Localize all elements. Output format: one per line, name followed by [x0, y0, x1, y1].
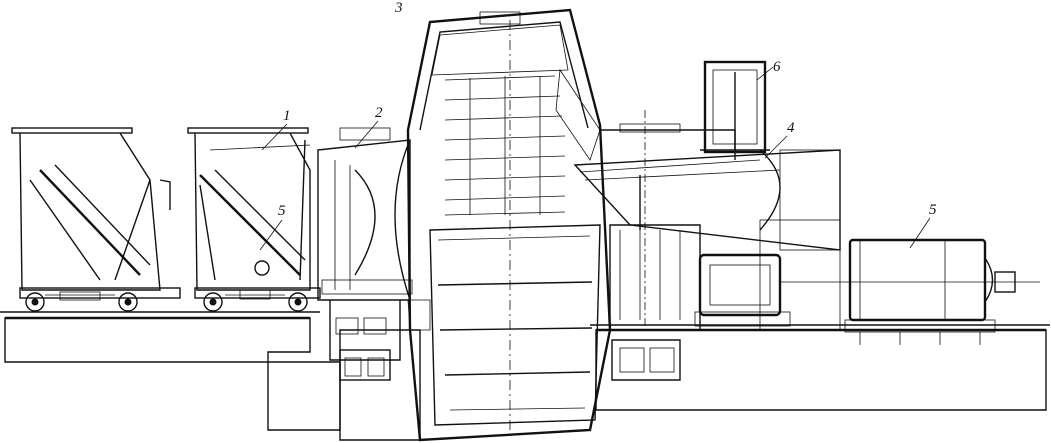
callout-3: 3 — [394, 0, 403, 16]
callout-6: 6 — [773, 59, 781, 75]
electric-motor — [780, 238, 1040, 345]
foundation — [0, 311, 1050, 441]
drive-gear-assembly — [609, 224, 791, 381]
callout-5-cart: 5 — [278, 203, 286, 219]
callout-1: 1 — [283, 108, 291, 124]
callout-2: 2 — [375, 105, 383, 121]
exhaust-fan — [700, 60, 770, 154]
callout-5-motor: 5 — [929, 202, 937, 218]
feed-hopper — [317, 127, 413, 381]
tipping-cart-right — [187, 127, 321, 312]
callout-labels: 1 2 3 4 5 5 6 — [259, 0, 937, 251]
callout-4: 4 — [787, 120, 795, 136]
tipping-cart-left — [11, 127, 181, 312]
mill-drum — [406, 8, 612, 442]
discharge-housing — [573, 110, 841, 331]
